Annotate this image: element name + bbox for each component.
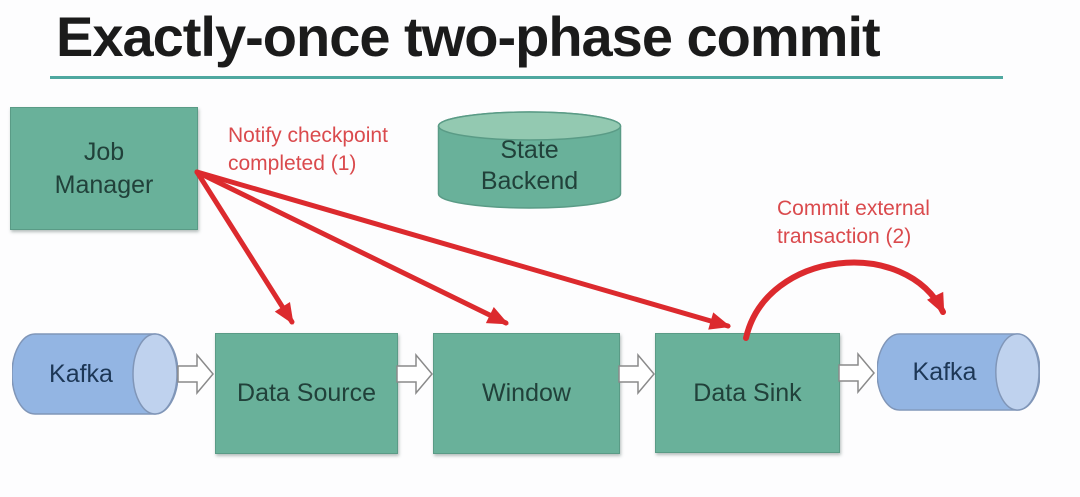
annotation-notify-checkpoint: Notify checkpoint completed (1)	[228, 124, 388, 175]
node-kafka-source: Kafka	[12, 333, 178, 415]
flow-arrow-icon	[838, 352, 875, 394]
node-job-manager: Job Manager	[10, 107, 198, 230]
flow-arrow-icon	[177, 353, 214, 395]
node-window: Window	[433, 333, 620, 454]
notify-arrow-data-source-icon	[194, 169, 295, 325]
data-source-label: Data Source	[237, 379, 376, 407]
annotation-commit-transaction: Commit external transaction (2)	[777, 197, 930, 248]
kafka-source-label: Kafka	[49, 359, 113, 388]
kafka-cylinder-icon	[877, 333, 1040, 411]
commit-arc-arrow-icon	[743, 259, 946, 341]
kafka-sink-label: Kafka	[912, 357, 977, 386]
title-underline	[50, 76, 1003, 79]
flow-arrow-icon	[396, 353, 433, 395]
window-label: Window	[482, 379, 571, 407]
state-backend-label: State Backend	[480, 135, 579, 195]
flow-arrow-icon	[618, 353, 655, 395]
job-manager-label: Job Manager	[54, 138, 154, 199]
data-sink-label: Data Sink	[693, 378, 802, 407]
page-title: Exactly-once two-phase commit	[56, 5, 881, 68]
node-kafka-sink: Kafka	[877, 333, 1040, 411]
node-state-backend: State Backend	[437, 110, 622, 210]
node-data-sink: Data Sink	[655, 333, 840, 453]
kafka-cylinder-icon	[12, 333, 178, 415]
node-data-source: Data Source	[215, 333, 398, 454]
